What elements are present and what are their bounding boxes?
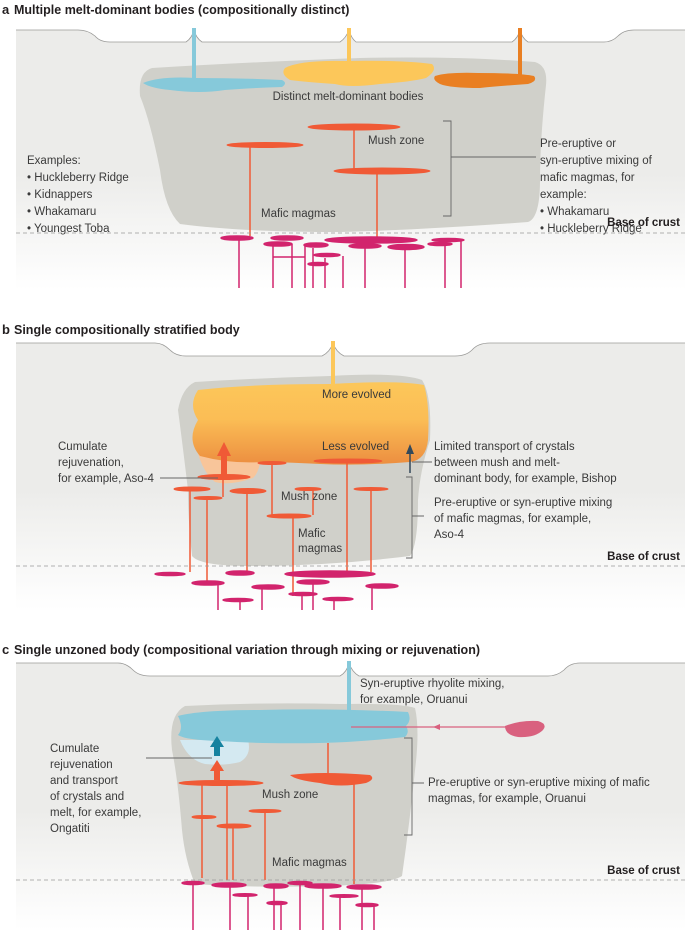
cumulate-annotation-c: Cumulate rejuvenation and transport of c…: [50, 743, 212, 835]
conduit-c: [347, 661, 351, 713]
svg-text:• Huckleberry Ridge: • Huckleberry Ridge: [27, 172, 129, 184]
yellow-melt-body: [283, 60, 434, 86]
bracket-b: [406, 476, 424, 559]
mafic-magmas-label-c: Mafic magmas: [272, 857, 347, 869]
rhyolite-blob: [505, 720, 545, 738]
panel-c-title: Single unzoned body (compositional varia…: [14, 643, 480, 657]
svg-text:mafic magmas, for: mafic magmas, for: [540, 172, 635, 184]
svg-text:Pre-eruptive or: Pre-eruptive or: [540, 138, 616, 150]
mush-zone-label-c: Mush zone: [262, 789, 318, 801]
mafic-magmas-label-a: Mafic magmas: [261, 208, 336, 220]
less-evolved-label: Less evolved: [322, 441, 389, 453]
distinct-bodies-label: Distinct melt-dominant bodies: [273, 91, 424, 103]
mush-zone-label-b: Mush zone: [281, 491, 337, 503]
blue-conduit: [192, 28, 196, 84]
mafic-sills-b: [173, 458, 389, 596]
mafic-sills-a: [226, 123, 431, 238]
rhyolite-input: [351, 720, 545, 738]
mantle-feeders-b: [154, 570, 399, 610]
svg-text:• Huckleberry Ridge: • Huckleberry Ridge: [540, 223, 642, 235]
bracket-c: [404, 737, 424, 836]
svg-text:Pre-eruptive or syn-eruptive m: Pre-eruptive or syn-eruptive mixing of m…: [428, 777, 650, 789]
svg-text:between mush and melt-: between mush and melt-: [434, 457, 560, 469]
svg-text:magmas, for example, Oruanui: magmas, for example, Oruanui: [428, 793, 586, 805]
stratified-melt-body: [192, 382, 429, 465]
panel-a-title: Multiple melt-dominant bodies (compositi…: [14, 3, 349, 17]
svg-text:example:: example:: [540, 189, 587, 201]
svg-text:for example, Oruanui: for example, Oruanui: [360, 694, 467, 706]
svg-text:Limited transport of crystals: Limited transport of crystals: [434, 441, 575, 453]
yellow-conduit: [347, 28, 351, 68]
svg-text:Ongatiti: Ongatiti: [50, 823, 90, 835]
svg-text:Cumulate: Cumulate: [50, 743, 99, 755]
svg-text:• Youngest Toba: • Youngest Toba: [27, 223, 110, 235]
examples-list-a: • Huckleberry Ridge • Kidnappers • Whaka…: [27, 172, 129, 235]
bracket-a: [443, 120, 536, 217]
mantle-feeders-a: [220, 235, 465, 288]
mafic-magmas-label-b-1: Mafic: [298, 528, 326, 540]
mush-body-a: [139, 57, 547, 232]
svg-text:and transport: and transport: [50, 775, 119, 787]
conduit-b: [331, 341, 335, 385]
base-of-crust-label-c: Base of crust: [607, 865, 680, 877]
panel-b-title: Single compositionally stratified body: [14, 323, 240, 337]
svg-text:syn-eruptive mixing of: syn-eruptive mixing of: [540, 155, 653, 167]
base-of-crust-label-a: Base of crust: [607, 217, 680, 229]
orange-conduit: [518, 28, 522, 80]
teal-arrow-c: [210, 736, 224, 756]
svg-text:• Whakamaru: • Whakamaru: [27, 206, 96, 218]
panel-a-letter: a: [2, 2, 10, 17]
svg-text:of crystals and: of crystals and: [50, 791, 124, 803]
svg-text:melt, for example,: melt, for example,: [50, 807, 141, 819]
mixing-annotation-a: Pre-eruptive or syn-eruptive mixing of m…: [540, 138, 653, 235]
more-evolved-label: More evolved: [322, 389, 391, 401]
base-of-crust-label-b: Base of crust: [607, 551, 680, 563]
mantle-feeders-c: [181, 880, 382, 930]
panel-a: a Multiple melt-dominant bodies (composi…: [2, 2, 685, 290]
svg-text:rejuvenation,: rejuvenation,: [58, 457, 124, 469]
svg-text:Cumulate: Cumulate: [58, 441, 107, 453]
mixing-annotation-b: Pre-eruptive or syn-eruptive mixing of m…: [434, 497, 612, 541]
panel-b: b Single compositionally stratified body…: [2, 322, 685, 610]
svg-text:• Kidnappers: • Kidnappers: [27, 189, 93, 201]
rejuvenation-arrow-b: [217, 442, 231, 476]
mafic-magmas-label-b-2: magmas: [298, 543, 342, 555]
transport-arrow-b: [406, 444, 414, 473]
svg-text:Aso-4: Aso-4: [434, 529, 465, 541]
svg-text:for example, Aso-4: for example, Aso-4: [58, 473, 154, 485]
svg-text:• Whakamaru: • Whakamaru: [540, 206, 609, 218]
orange-melt-body: [434, 72, 536, 88]
svg-text:Pre-eruptive or syn-eruptive m: Pre-eruptive or syn-eruptive mixing: [434, 497, 612, 509]
blue-melt-body: [143, 77, 285, 92]
svg-text:dominant body, for example, Bi: dominant body, for example, Bishop: [434, 473, 617, 485]
mafic-sills-c: [178, 743, 373, 884]
orange-arrow-c: [210, 760, 224, 780]
cumulate-annotation-b: Cumulate rejuvenation, for example, Aso-…: [58, 441, 218, 485]
svg-text:rejuvenation: rejuvenation: [50, 759, 113, 771]
blue-melt-body-c: [178, 709, 410, 744]
transport-annotation-b: Limited transport of crystals between mu…: [412, 441, 617, 485]
svg-text:Syn-eruptive rhyolite mixing,: Syn-eruptive rhyolite mixing,: [360, 678, 504, 690]
rhyolite-annotation-c: Syn-eruptive rhyolite mixing, for exampl…: [360, 678, 504, 706]
svg-text:of mafic magmas, for example,: of mafic magmas, for example,: [434, 513, 591, 525]
panel-c: c Single unzoned body (compositional var…: [2, 642, 685, 930]
panel-c-letter: c: [2, 642, 9, 657]
examples-heading-a: Examples:: [27, 155, 81, 167]
mixing-annotation-c: Pre-eruptive or syn-eruptive mixing of m…: [428, 777, 650, 805]
panel-b-letter: b: [2, 322, 10, 337]
mush-zone-label-a: Mush zone: [368, 135, 424, 147]
